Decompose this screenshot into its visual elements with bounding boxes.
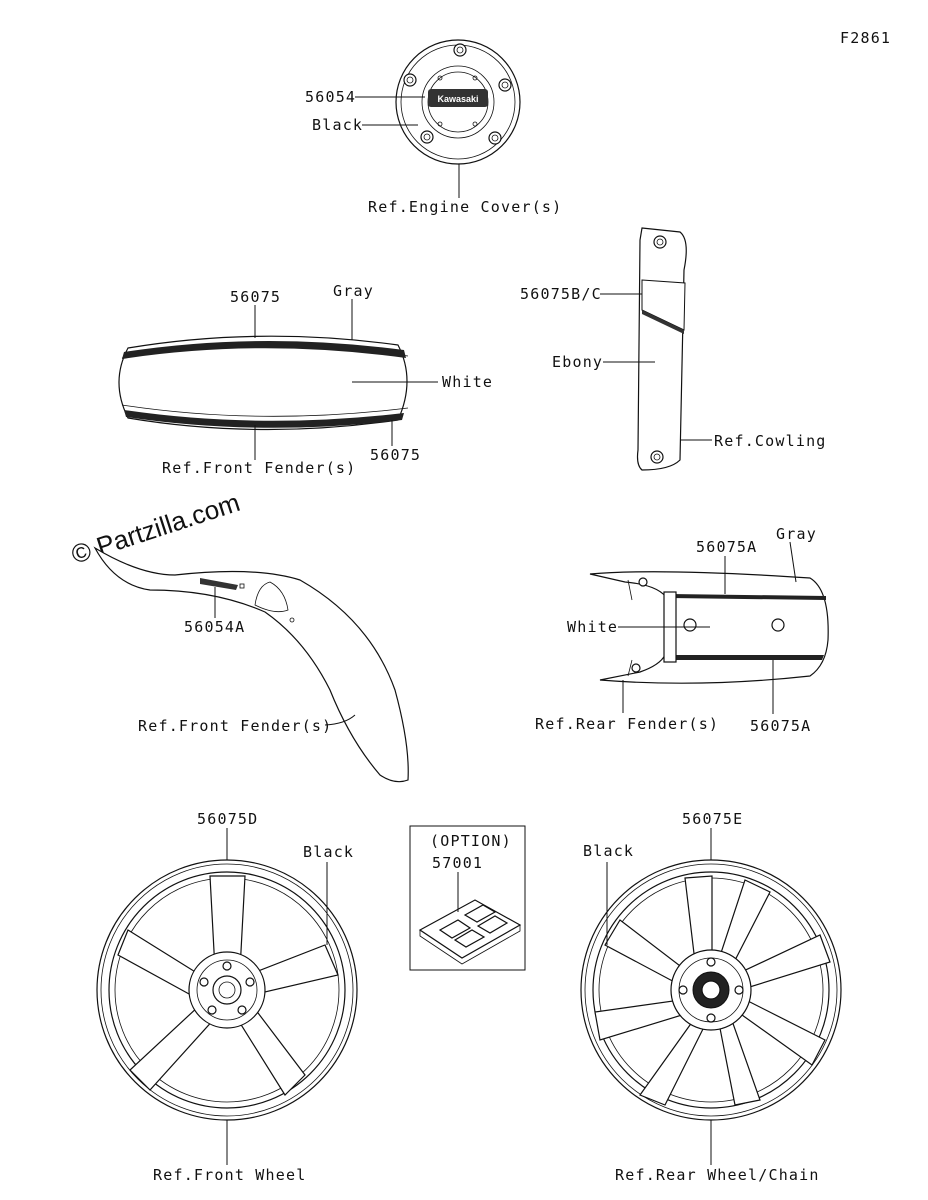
rear-fender-color-gray: Gray — [776, 525, 817, 543]
rear-wheel-part-number: 56075E — [682, 810, 743, 828]
figure-code: F2861 — [840, 29, 891, 47]
fender-decal-56054a — [200, 578, 238, 590]
front-fender-bottom-part-number: 56075 — [370, 446, 421, 464]
rear-wheel-color: Black — [583, 842, 634, 860]
front-fender-top-ref: Ref.Front Fender(s) — [162, 459, 356, 477]
engine-cover-part-number: 56054 — [305, 88, 356, 106]
front-fender-top-view[interactable] — [118, 335, 409, 431]
front-wheel-ref: Ref.Front Wheel — [153, 1166, 306, 1184]
engine-cover-ref: Ref.Engine Cover(s) — [368, 198, 562, 216]
rear-fender-ref: Ref.Rear Fender(s) — [535, 715, 719, 733]
rear-fender-color-white: White — [567, 618, 618, 636]
front-fender-side-part-number: 56054A — [184, 618, 245, 636]
front-wheel[interactable] — [96, 859, 358, 1121]
option-box-part-number: 57001 — [432, 854, 483, 872]
front-wheel-part-number: 56075D — [197, 810, 258, 828]
front-wheel-spokes — [117, 875, 339, 1096]
engine-cover-logo: Kawasaki — [437, 94, 478, 104]
option-box[interactable] — [409, 825, 526, 971]
partzilla-watermark: © Partzilla.com — [68, 487, 244, 570]
front-wheel-color: Black — [303, 843, 354, 861]
cowling-ref: Ref.Cowling — [714, 432, 827, 450]
engine-cover[interactable]: Kawasaki — [395, 39, 521, 165]
option-part-57001 — [418, 899, 522, 965]
front-fender-top-color-gray: Gray — [333, 282, 374, 300]
rear-fender-part-number-top: 56075A — [696, 538, 757, 556]
rear-fender-part-number-bottom: 56075A — [750, 717, 811, 735]
rear-wheel[interactable] — [580, 859, 842, 1121]
engine-cover-bolts — [403, 43, 512, 145]
kawasaki-emblem — [428, 89, 488, 107]
front-fender-top-part-number: 56075 — [230, 288, 281, 306]
front-fender-side-ref: Ref.Front Fender(s) — [138, 717, 332, 735]
rear-wheel-ref: Ref.Rear Wheel/Chain — [615, 1166, 820, 1184]
cowling-part-number: 56075B/C — [520, 285, 602, 303]
front-fender-top-color-white: White — [442, 373, 493, 391]
cowling[interactable] — [636, 227, 687, 471]
front-fender-side-view[interactable] — [93, 546, 409, 783]
rear-wheel-spokes — [594, 875, 831, 1106]
option-box-title: (OPTION) — [430, 832, 512, 850]
cowling-color: Ebony — [552, 353, 603, 371]
engine-cover-color: Black — [312, 116, 363, 134]
